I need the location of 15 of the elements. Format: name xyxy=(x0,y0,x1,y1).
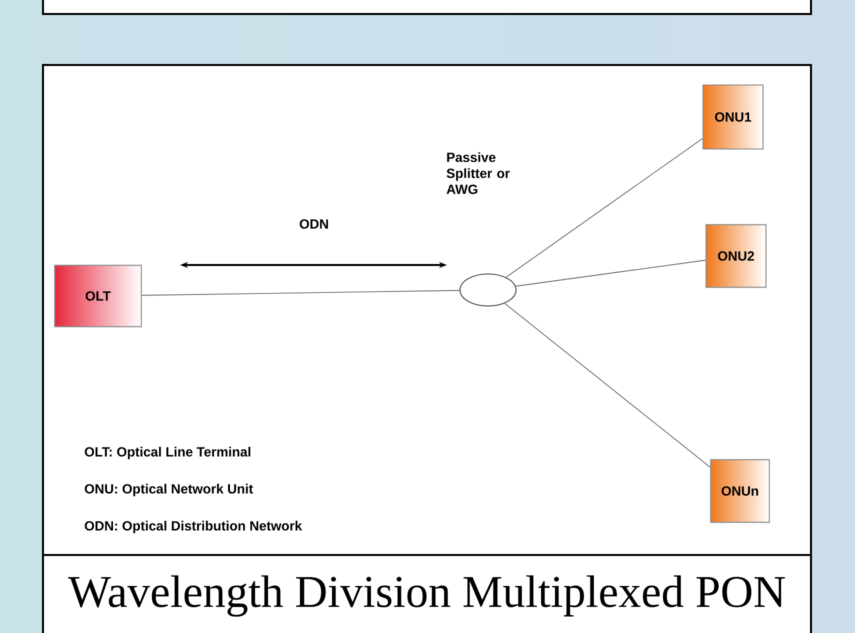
unit-box: ONU1 xyxy=(702,84,764,150)
legend-text: ONU: Optical Network Unit xyxy=(84,484,253,496)
legend-text: OLT: Optical Line Terminal xyxy=(84,446,250,460)
fiber-line xyxy=(515,260,706,287)
legend-text: ODN: Optical Distribution Network xyxy=(84,520,302,534)
splitter-label: Passive Splitter or AWG xyxy=(446,152,510,194)
fiber-line xyxy=(141,290,460,296)
dimension-label: ODN xyxy=(300,219,328,229)
fiber-line xyxy=(506,138,703,278)
unit-box: ONU2 xyxy=(705,224,767,288)
caption: Wavelength Division Multiplexed PON xyxy=(68,575,785,617)
fiber-line xyxy=(504,302,711,468)
splitter-ellipse xyxy=(459,273,517,307)
unit-box: ONUn xyxy=(710,459,770,523)
terminal-box: OLT xyxy=(54,264,142,328)
